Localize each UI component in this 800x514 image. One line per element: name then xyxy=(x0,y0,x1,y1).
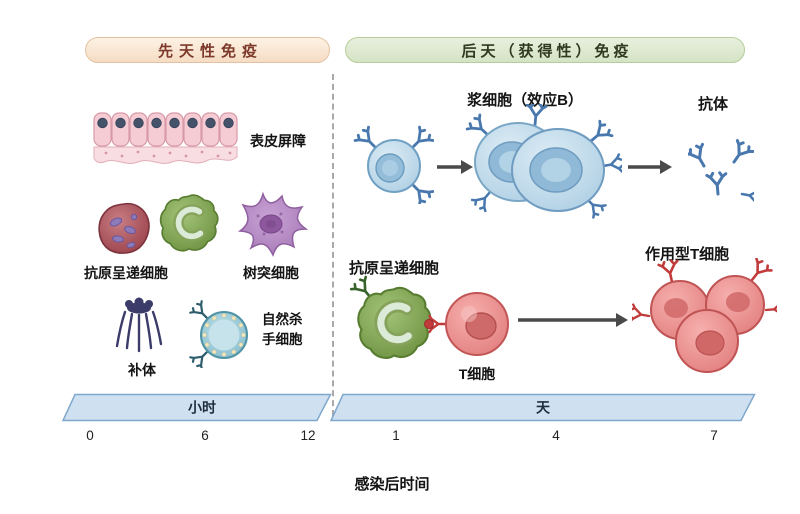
effector-t-cells-icon xyxy=(632,258,777,373)
epidermal-barrier-icon xyxy=(93,112,238,164)
xaxis-title: 感染后时间 xyxy=(354,476,430,493)
innate-timeline-bar-shape xyxy=(62,393,332,422)
tcell-label: T细胞 xyxy=(458,366,496,382)
b-cell-icon xyxy=(352,124,434,204)
tick-days-7: 7 xyxy=(710,428,718,443)
dendritic-label: 树突细胞 xyxy=(243,265,299,281)
arrow-b-to-plasma xyxy=(437,160,473,174)
epidermis-label: 表皮屏障 xyxy=(250,133,306,149)
nk-label: 自然杀 手细胞 xyxy=(262,310,303,349)
complement-label: 补体 xyxy=(128,362,156,378)
plasma-cells-icon xyxy=(464,104,622,220)
adaptive-timeline-bar: 天 xyxy=(330,393,756,422)
adaptive-timeline-unit: 天 xyxy=(536,400,551,416)
apc-tcell-interaction-icon xyxy=(348,274,509,372)
tick-days-1: 1 xyxy=(392,428,400,443)
macrophage-cell-icon xyxy=(98,202,150,254)
innate-apc-label: 抗原呈递细胞 xyxy=(84,265,168,281)
arrow-tcell-to-effector xyxy=(518,313,628,327)
green-phagocyte-cell-icon xyxy=(158,192,220,254)
nk-label-line1: 自然杀 xyxy=(262,312,303,327)
panel-divider xyxy=(332,74,334,416)
tick-hours-0: 0 xyxy=(86,428,94,443)
nk-label-line2: 手细胞 xyxy=(262,331,303,347)
innate-panel-header: 先天性免疫 xyxy=(85,37,330,63)
nk-cell-icon xyxy=(188,300,248,368)
antibodies-icon xyxy=(688,137,754,202)
innate-timeline-bar: 小时 xyxy=(62,393,332,422)
antibody-label: 抗体 xyxy=(697,96,728,113)
tick-days-4: 4 xyxy=(552,428,560,443)
adaptive-timeline-bar-shape xyxy=(330,393,756,422)
plasma-cell-label: 浆细胞（效应B） xyxy=(467,92,583,109)
tick-hours-12: 12 xyxy=(300,428,316,443)
dendritic-cell-icon xyxy=(237,191,308,257)
arrow-plasma-to-antibody xyxy=(628,160,672,174)
tick-hours-6: 6 xyxy=(201,428,209,443)
adaptive-panel-header: 后天（获得性）免疫 xyxy=(345,37,745,63)
complement-icon xyxy=(115,297,163,353)
innate-timeline-unit: 小时 xyxy=(188,400,216,416)
adaptive-apc-label: 抗原呈递细胞 xyxy=(349,260,440,277)
effector-t-label: 作用型T细胞 xyxy=(645,246,730,263)
